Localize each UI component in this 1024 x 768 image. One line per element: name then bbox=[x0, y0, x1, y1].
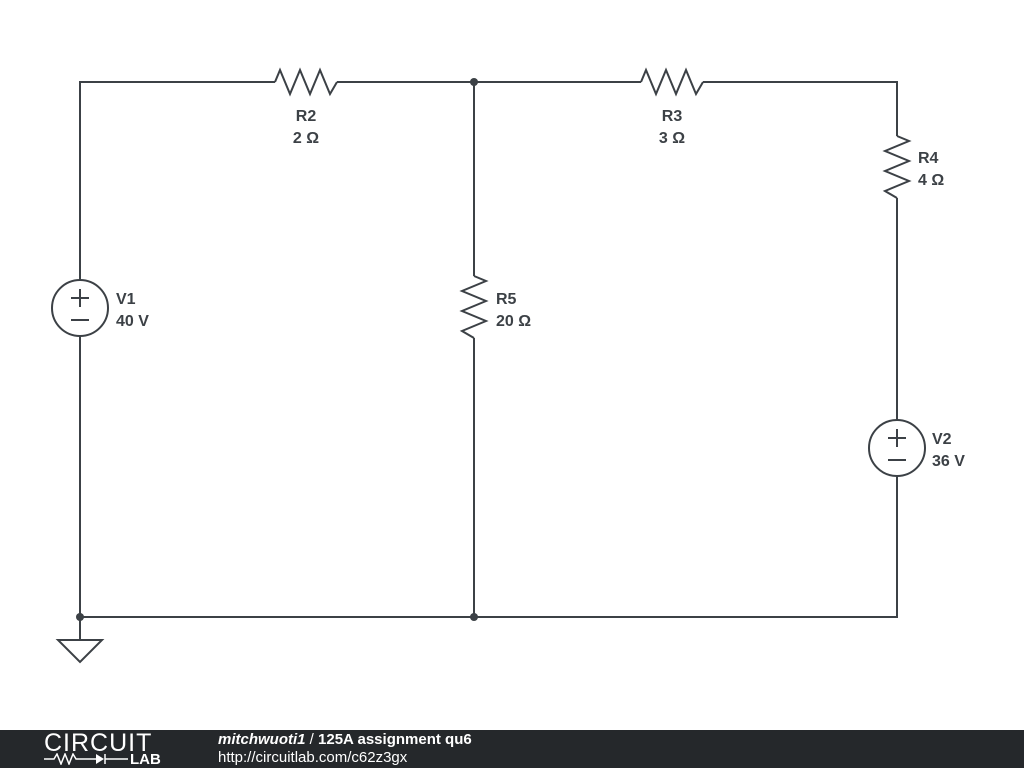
resistor-r4-value: 4 Ω bbox=[918, 172, 944, 189]
resistor-r2-icon bbox=[274, 67, 338, 97]
voltage-source-v2: V2 36 V bbox=[868, 419, 965, 477]
wire-right-bottom bbox=[79, 336, 898, 618]
footer-bar: CIRCUIT LAB mitchwuoti1 / 125A assignmen… bbox=[0, 730, 1024, 768]
resistor-r3-icon bbox=[640, 67, 704, 97]
resistor-r2: R2 2 Ω bbox=[274, 67, 338, 147]
author-link[interactable]: mitchwuoti1 bbox=[218, 731, 306, 748]
resistor-r5-icon bbox=[459, 275, 489, 339]
logo-wordmark-bottom: LAB bbox=[130, 751, 161, 768]
circuit-url[interactable]: http://circuitlab.com/c62z3gx bbox=[218, 749, 408, 766]
plus-icon bbox=[888, 429, 906, 447]
resistor-r5-name: R5 bbox=[496, 291, 517, 308]
resistor-r4: R4 4 Ω bbox=[882, 135, 944, 199]
circuitlab-logo[interactable]: CIRCUIT LAB bbox=[40, 730, 180, 768]
voltage-source-v2-icon bbox=[868, 419, 926, 477]
circuit-title: 125A assignment qu6 bbox=[318, 731, 472, 748]
circuit-schematic: R2 2 Ω R3 3 Ω R4 4 Ω R5 20 Ω V1 40 V bbox=[51, 67, 965, 664]
ground-icon bbox=[55, 639, 105, 664]
resistor-r5-value: 20 Ω bbox=[496, 313, 531, 330]
voltage-source-v2-value: 36 V bbox=[932, 453, 965, 470]
voltage-source-v1: V1 40 V bbox=[51, 279, 149, 337]
resistor-r3-value: 3 Ω bbox=[659, 130, 685, 147]
wire-top-right bbox=[703, 81, 898, 136]
voltage-source-v1-name: V1 bbox=[116, 291, 136, 308]
resistor-r5: R5 20 Ω bbox=[459, 275, 531, 339]
resistor-r2-name: R2 bbox=[296, 108, 317, 125]
plus-icon bbox=[71, 289, 89, 307]
resistor-r4-name: R4 bbox=[918, 150, 939, 167]
resistor-r2-value: 2 Ω bbox=[293, 130, 319, 147]
logo-wordmark-top: CIRCUIT bbox=[44, 729, 153, 757]
resistor-r3: R3 3 Ω bbox=[640, 67, 704, 147]
resistor-r4-icon bbox=[882, 135, 912, 199]
voltage-source-v2-name: V2 bbox=[932, 431, 952, 448]
resistor-r3-name: R3 bbox=[662, 108, 683, 125]
wire-top-left bbox=[79, 81, 275, 280]
junction-node-ground bbox=[76, 613, 84, 621]
circuit-title-line: mitchwuoti1 / 125A assignment qu6 bbox=[218, 731, 472, 749]
voltage-source-v1-icon bbox=[51, 279, 109, 337]
resistor-diode-logo-icon bbox=[44, 753, 128, 765]
circuit-meta: mitchwuoti1 / 125A assignment qu6 http:/… bbox=[218, 731, 472, 767]
junction-node-bottom bbox=[470, 613, 478, 621]
title-separator: / bbox=[305, 731, 319, 748]
voltage-source-v1-value: 40 V bbox=[116, 313, 149, 330]
wires bbox=[79, 81, 898, 640]
junction-node-top bbox=[470, 78, 478, 86]
